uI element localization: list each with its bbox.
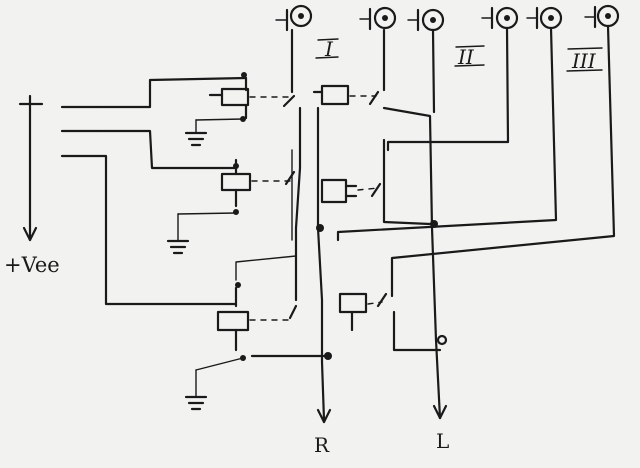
jack-2a-lead: [431, 28, 436, 114]
group-1-overbar: [317, 38, 339, 41]
relay-3-left: [184, 282, 250, 411]
switch-2-right: [370, 182, 382, 198]
jack-3a: [526, 6, 563, 30]
switch-3-right: [376, 292, 388, 308]
jack-1a: [275, 4, 313, 32]
group-1-label: I: [324, 37, 334, 61]
output-r-label: R: [314, 433, 330, 457]
switch-3-left: [288, 304, 298, 320]
jack-1b: [359, 6, 397, 31]
group-3-underbar: [566, 69, 603, 72]
relay-2-right: [320, 178, 358, 204]
group-2-label: II: [457, 45, 475, 69]
jack-3b-return: [390, 24, 616, 298]
l-arrow-a: [432, 404, 442, 420]
jack-3a-return: [336, 26, 558, 242]
r-bus-upper: [294, 106, 302, 302]
l-bus-row-2: [382, 138, 432, 226]
r-arrow-a: [316, 408, 326, 424]
switch-2-left: [284, 170, 296, 186]
l-junction-2: [436, 334, 448, 346]
l-arrow-b: [438, 404, 448, 420]
l-bus-row-3: [392, 310, 442, 352]
output-l-label: L: [436, 429, 449, 453]
group-1-underbar: [315, 56, 339, 59]
relay-2-left: [166, 158, 252, 255]
relay-1-right: [312, 84, 350, 106]
r-output-line: [316, 106, 326, 422]
row-link-lower: [235, 255, 297, 281]
jack-2b-return: [386, 26, 510, 152]
bus-row-1: [96, 76, 248, 109]
bus-row-3: [96, 154, 238, 306]
relay-1-left: [184, 72, 250, 147]
supply-arrow: [18, 94, 44, 242]
group-2-overbar: [455, 45, 485, 48]
relay-2r-link: [357, 187, 379, 191]
switch-1-left: [282, 28, 296, 108]
l-output-line: [382, 106, 442, 420]
switch-1-right: [368, 28, 386, 106]
jack-3b: [584, 4, 620, 29]
supply-label: +Vee: [4, 253, 60, 277]
jack-2a: [407, 8, 445, 32]
group-2-underbar: [454, 64, 485, 67]
group-3-label: III: [571, 49, 597, 73]
jack-2b: [481, 6, 519, 30]
group-3-overbar: [567, 47, 603, 50]
relay-3-right: [338, 292, 368, 332]
r-arrow-b: [322, 408, 332, 424]
r-junction-1: [316, 224, 324, 232]
bus-row-2: [96, 129, 238, 170]
